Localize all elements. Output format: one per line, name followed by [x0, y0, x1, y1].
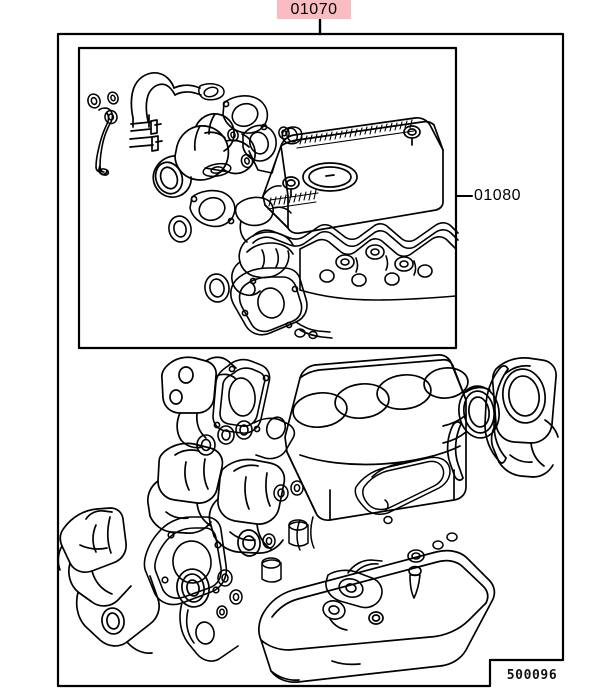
head-gasket-dowels [294, 328, 318, 340]
rear-plate-gasket [484, 365, 509, 464]
rear-plate [490, 357, 559, 478]
exhaust-manifold-gasket-a [222, 95, 269, 134]
callout-label-01070[interactable]: 01070 [277, 0, 351, 19]
block-side-detail [296, 516, 458, 551]
oil-pump-pickup [322, 559, 383, 631]
drawing-code-text: 500096 [506, 667, 558, 683]
turbo-drain-gasket [202, 162, 232, 178]
front-crankshaft-oil-seal [176, 568, 210, 608]
callout-label-01070-text: 01070 [290, 0, 338, 18]
turbo-inlet-gasket [198, 83, 225, 101]
washer-group-left [87, 91, 119, 125]
camshaft-oil-seal-lower [204, 273, 230, 303]
camshaft-oil-seal-upper [168, 215, 192, 243]
inner-frame-01080 [77, 46, 458, 350]
intake-manifold-runners [231, 231, 294, 297]
rocker-cover-ribs [267, 119, 417, 210]
turbocharger-body [152, 113, 256, 199]
turbo-oil-pipe [95, 107, 114, 176]
oil-drain-plug [407, 549, 425, 599]
rocker-cover [262, 116, 444, 235]
lower-fastener-group [216, 569, 243, 619]
water-pump-housing [160, 356, 237, 449]
washer-group-mid [227, 126, 290, 169]
cylinder-block [284, 354, 469, 522]
timing-chain-cover [57, 507, 160, 654]
cylinder-head-gasket [230, 267, 333, 339]
callout-label-01080-text: 01080 [474, 187, 521, 204]
sleeve-parts [261, 519, 309, 583]
turbo-intake-elbow [129, 72, 202, 152]
drawing-code: 500096 [497, 666, 567, 684]
water-inlet-pipe [253, 416, 296, 460]
rocker-cover-gasket [252, 222, 459, 250]
timing-cover-gasket [143, 516, 239, 662]
oil-pan-rail [354, 456, 451, 525]
rear-seal-retainer [446, 421, 464, 481]
callout-label-01080[interactable]: 01080 [474, 186, 521, 206]
outer-frame [56, 32, 565, 688]
engine-mount-bracket [147, 442, 224, 534]
oil-pan [258, 549, 496, 683]
intake-manifold-gasket [189, 189, 236, 228]
water-pump-gasket [212, 358, 271, 434]
cylinder-head [299, 236, 457, 301]
lower-washer-group [262, 480, 304, 549]
